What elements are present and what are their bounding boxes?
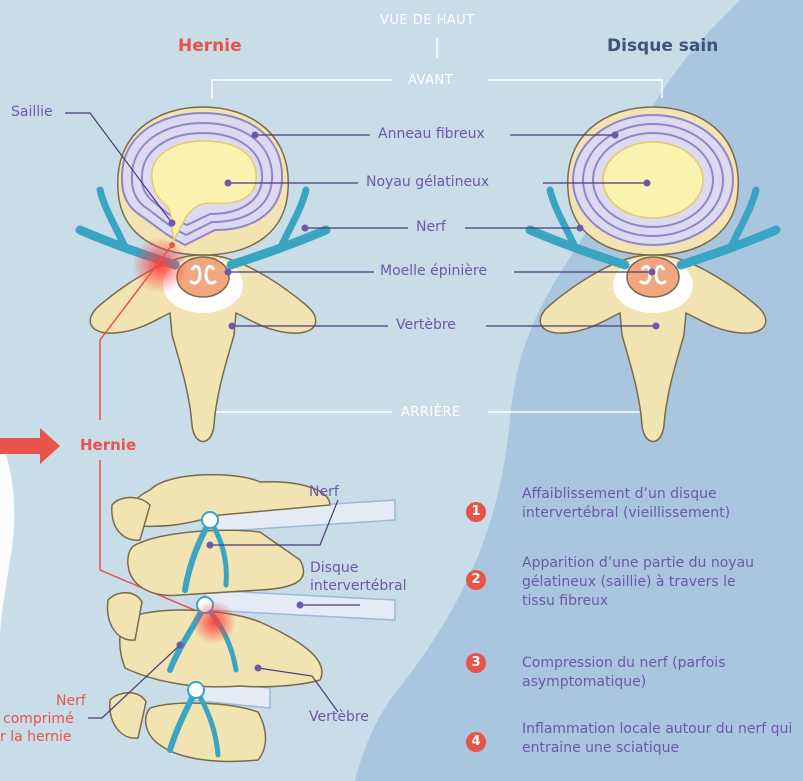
step-1-text: Affaiblissement d’un disque intervertébr… xyxy=(522,485,792,523)
step-2-text: Apparition d’une partie du noyau gélatin… xyxy=(522,554,762,611)
nerve-label: Nerf xyxy=(412,219,450,236)
step-4-text: Inflammation locale autour du nerf qui e… xyxy=(522,720,797,758)
side-nerve-label: Nerf xyxy=(305,484,343,501)
compressed-nerve-line3: r la hernie xyxy=(0,729,72,746)
step-4-badge: 4 xyxy=(466,732,486,752)
hernia-arrow-label: Hernie xyxy=(76,436,140,454)
hernia-title: Hernie xyxy=(178,36,242,56)
compressed-nerve-line2: comprimé xyxy=(3,711,74,728)
spinal-cord-label: Moelle épinière xyxy=(376,263,491,280)
front-label: AVANT xyxy=(408,73,453,89)
step-2-badge: 2 xyxy=(466,570,486,590)
view-from-top-label: VUE DE HAUT xyxy=(380,13,475,29)
back-label: ARRIÈRE xyxy=(401,405,461,421)
disc-label-line2: intervertébral xyxy=(306,578,411,595)
step-3-text: Compression du nerf (parfois asymptomati… xyxy=(522,654,792,692)
annulus-label: Anneau fibreux xyxy=(374,126,489,143)
protrusion-label: Saillie xyxy=(7,104,57,121)
compressed-nerve-line1: Nerf xyxy=(56,693,86,710)
vertebra-label: Vertèbre xyxy=(392,317,460,334)
step-3-badge: 3 xyxy=(466,653,486,673)
disc-label-line1: Disque xyxy=(306,560,362,577)
nucleus-label: Noyau gélatineux xyxy=(362,174,493,191)
healthy-disc-title: Disque sain xyxy=(607,36,718,56)
step-1-badge: 1 xyxy=(466,502,486,522)
side-vertebra-label: Vertèbre xyxy=(305,709,373,726)
